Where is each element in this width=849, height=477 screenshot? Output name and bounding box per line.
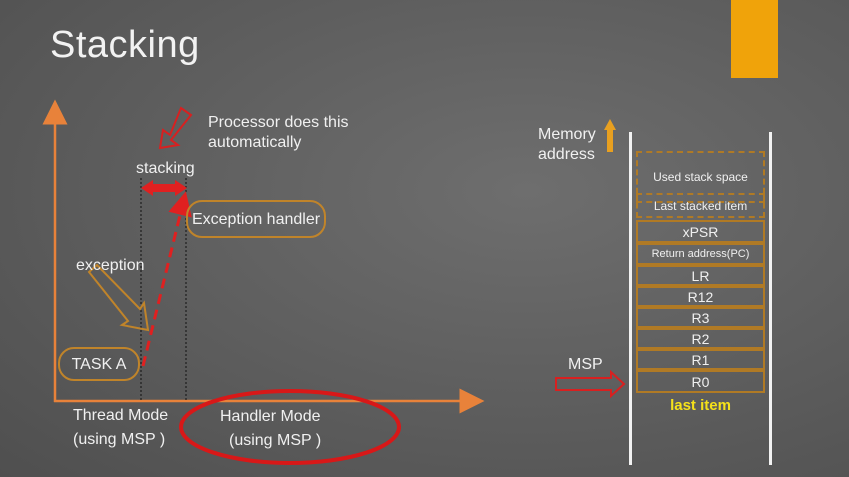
last-stacked-item: Last stacked item: [636, 193, 765, 218]
thread-mode-label: Thread Mode: [73, 407, 169, 424]
stack-cell-r3: R3: [636, 307, 765, 328]
stack-right-rail: [769, 132, 772, 465]
stack-cell-lr: LR: [636, 265, 765, 286]
stack-cell-return-address: Return address(PC): [636, 243, 765, 265]
exception-arrow: [87, 263, 150, 332]
stack-cell-r2: R2: [636, 328, 765, 349]
msp-label: MSP: [568, 356, 603, 373]
stack-cell-r0: R0: [636, 370, 765, 393]
thread-mode-sub: (using MSP ): [73, 431, 166, 448]
processor-note: Processor does this automatically: [208, 114, 349, 151]
slide-title: Stacking: [50, 24, 200, 66]
memory-address-label: Memory address: [538, 126, 596, 163]
stack-cell-xpsr: xPSR: [636, 220, 765, 243]
processor-note-arrow: [158, 106, 193, 150]
exception-label: exception: [76, 257, 145, 274]
memory-address-arrow: [604, 119, 616, 152]
used-stack-space: Used stack space: [636, 151, 765, 203]
exception-handler-box: Exception handler: [186, 200, 326, 238]
stacking-label: stacking: [136, 160, 195, 177]
accent-block: [731, 0, 778, 78]
stack-cell-r1: R1: [636, 349, 765, 370]
dashed-transition-line: [141, 191, 192, 367]
stack-left-rail: [629, 132, 632, 465]
msp-arrow: [555, 369, 626, 399]
handler-mode-sub: (using MSP ): [229, 432, 322, 449]
stacking-double-arrow: [141, 180, 187, 196]
stack-cell-r12: R12: [636, 286, 765, 307]
last-item-label: last item: [670, 397, 731, 414]
task-a-box: TASK A: [58, 347, 140, 381]
handler-mode-ellipse: [179, 389, 401, 465]
handler-mode-label: Handler Mode: [220, 408, 321, 425]
